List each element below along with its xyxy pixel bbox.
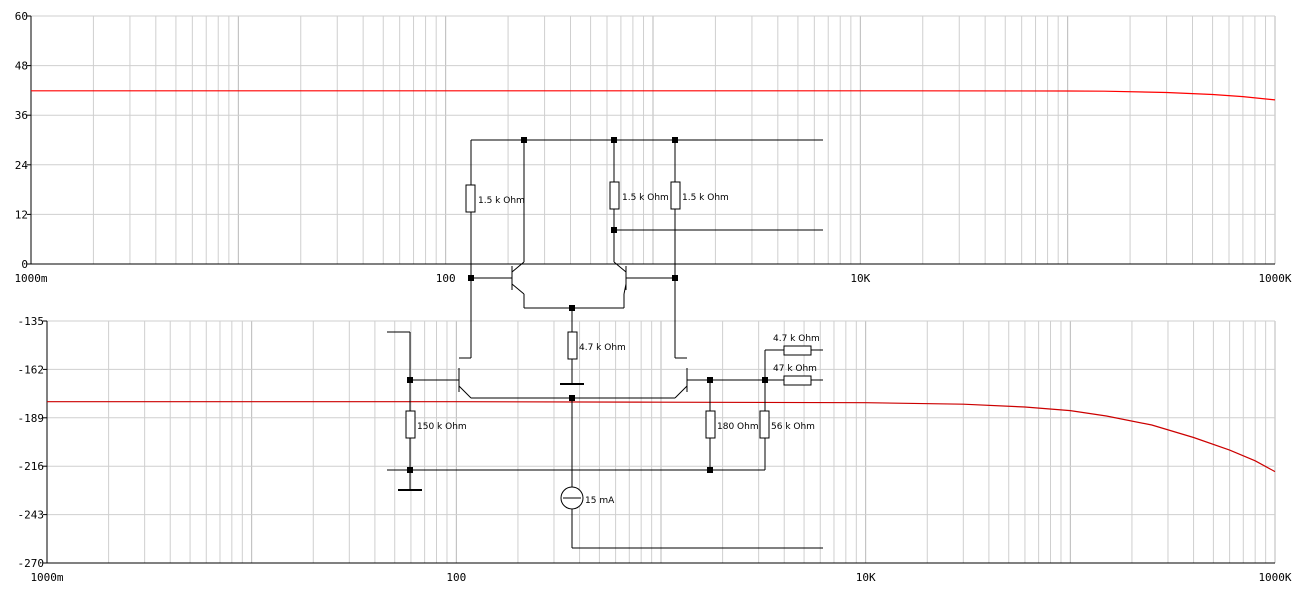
label-isrc: 15 mA [585,496,615,506]
x-tick-label: 100 [446,571,466,584]
y-tick-label: -162 [18,363,45,376]
resistor-tail [567,331,578,360]
x-tick-label: 100 [436,272,456,285]
y-tick-label: 12 [15,208,28,221]
circuit-labels: 1.5 k Ohm 1.5 k Ohm 1.5 k Ohm 4.7 k Ohm … [417,193,820,506]
x-tick-label: 1000m [14,272,47,285]
y-tick-label: -189 [18,412,45,425]
label-r2: 1.5 k Ohm [622,193,669,203]
y-tick-label: 0 [21,258,28,271]
y-tick-label: 24 [15,159,29,172]
label-r3: 1.5 k Ohm [682,193,729,203]
x-tick-label: 1000m [30,571,63,584]
x-tick-label: 1000K [1258,571,1291,584]
label-r-180: 180 Ohm [717,422,759,432]
x-tick-label: 10K [850,272,870,285]
y-tick-label: 60 [15,10,28,23]
label-r-tail: 4.7 k Ohm [579,343,626,353]
plot-grid [30,15,1276,564]
series-line-0-0 [31,90,1276,101]
plot-axes [27,15,1275,564]
series-line-1-0 [47,401,1276,473]
resistor-180 [705,410,716,439]
resistor-56k [759,410,770,439]
y-tick-label: -135 [18,315,45,328]
resistor-47k [783,375,812,386]
circuit-schematic [387,137,823,549]
resistor-r3 [670,181,681,210]
label-r-47k: 47 k Ohm [773,364,817,374]
y-tick-label: 48 [15,60,28,73]
resistor-150k [405,410,416,439]
resistor-r1 [465,184,476,213]
y-tick-label: 36 [15,109,28,122]
y-tick-label: -270 [18,557,45,570]
resistor-4k7 [783,345,812,356]
plot-series [31,90,1276,473]
y-tick-label: -216 [18,460,45,473]
label-r1: 1.5 k Ohm [478,196,525,206]
y-tick-label: -243 [18,509,45,522]
label-r-150k: 150 k Ohm [417,422,467,432]
resistor-r2 [609,181,620,210]
label-r-56k: 56 k Ohm [771,422,815,432]
label-r-4k7: 4.7 k Ohm [773,334,820,344]
x-tick-label: 1000K [1258,272,1291,285]
x-tick-label: 10K [856,571,876,584]
